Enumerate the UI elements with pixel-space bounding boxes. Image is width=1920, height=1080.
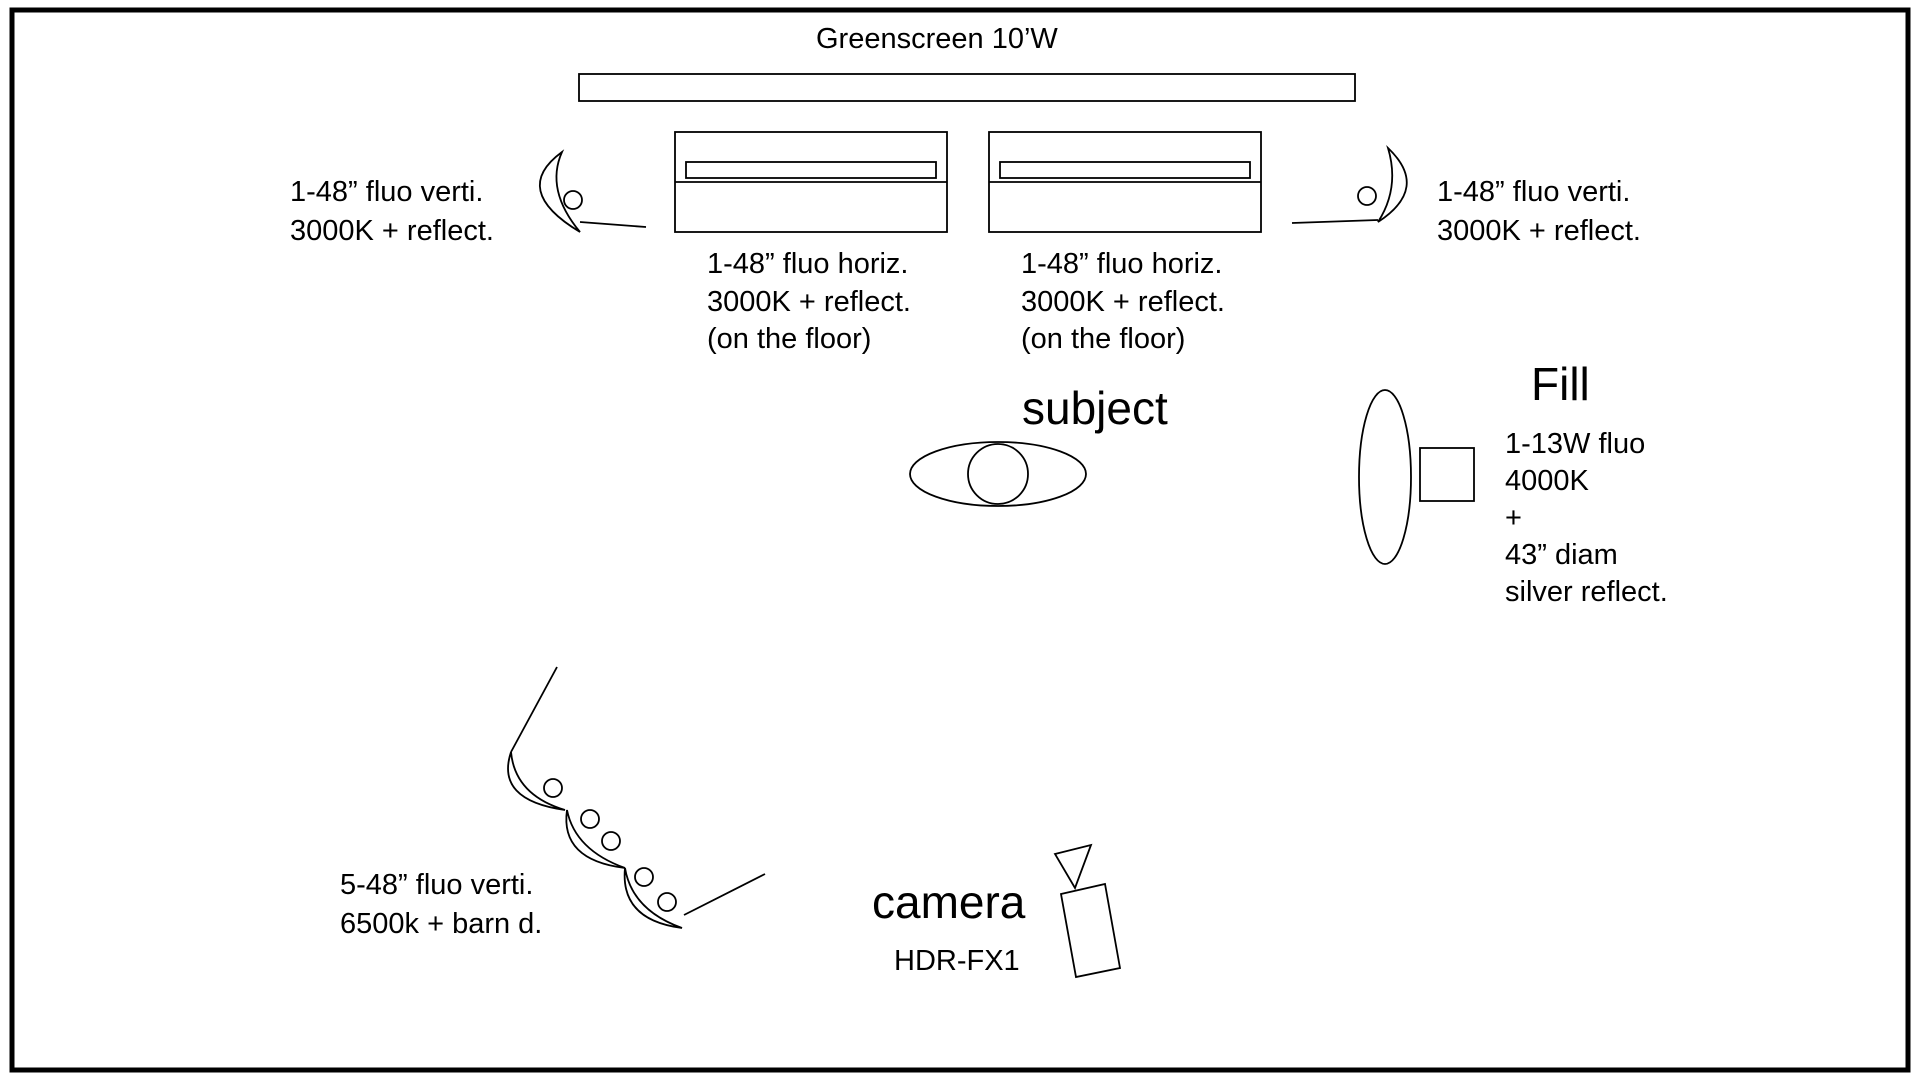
back-left-light-label-2: 3000K + reflect. — [290, 215, 494, 247]
back-right-light-label-2: 3000K + reflect. — [1437, 215, 1641, 247]
fill-label-5: silver reflect. — [1505, 576, 1668, 608]
camera-icon — [1053, 843, 1122, 979]
fill-label-3: + — [1505, 502, 1522, 534]
fill-light-icon — [1358, 389, 1475, 565]
diagram-border — [9, 7, 1911, 1073]
back-left-light-icon — [538, 149, 647, 233]
subject-icon — [909, 441, 1087, 507]
floor-light-left — [674, 131, 948, 233]
key-light-bank-icon — [507, 666, 766, 929]
subject-label: subject — [1022, 382, 1168, 434]
back-right-light-label-1: 1-48” fluo verti. — [1437, 176, 1630, 208]
floor-light-right-label-2: 3000K + reflect. — [1021, 286, 1225, 318]
key-light-label-1: 5-48” fluo verti. — [340, 869, 533, 901]
fill-label-4: 43” diam — [1505, 539, 1618, 571]
floor-light-left-label-1: 1-48” fluo horiz. — [707, 248, 909, 280]
greenscreen-label: Greenscreen 10’W — [816, 23, 1058, 55]
floor-light-right — [988, 131, 1262, 233]
fill-label-2: 4000K — [1505, 465, 1590, 497]
floor-light-left-label-2: 3000K + reflect. — [707, 286, 911, 318]
greenscreen — [578, 73, 1356, 102]
floor-light-left-label-3: (on the floor) — [707, 323, 871, 355]
fill-label-1: 1-13W fluo — [1505, 428, 1645, 460]
key-light-label-2: 6500k + barn d. — [340, 908, 542, 940]
floor-light-right-label-1: 1-48” fluo horiz. — [1021, 248, 1223, 280]
back-right-light-icon — [1291, 145, 1408, 224]
back-left-light-label-1: 1-48” fluo verti. — [290, 176, 483, 208]
floor-light-right-label-3: (on the floor) — [1021, 323, 1185, 355]
camera-label: camera — [872, 876, 1026, 928]
camera-model: HDR-FX1 — [894, 945, 1020, 977]
fill-title: Fill — [1531, 358, 1590, 410]
